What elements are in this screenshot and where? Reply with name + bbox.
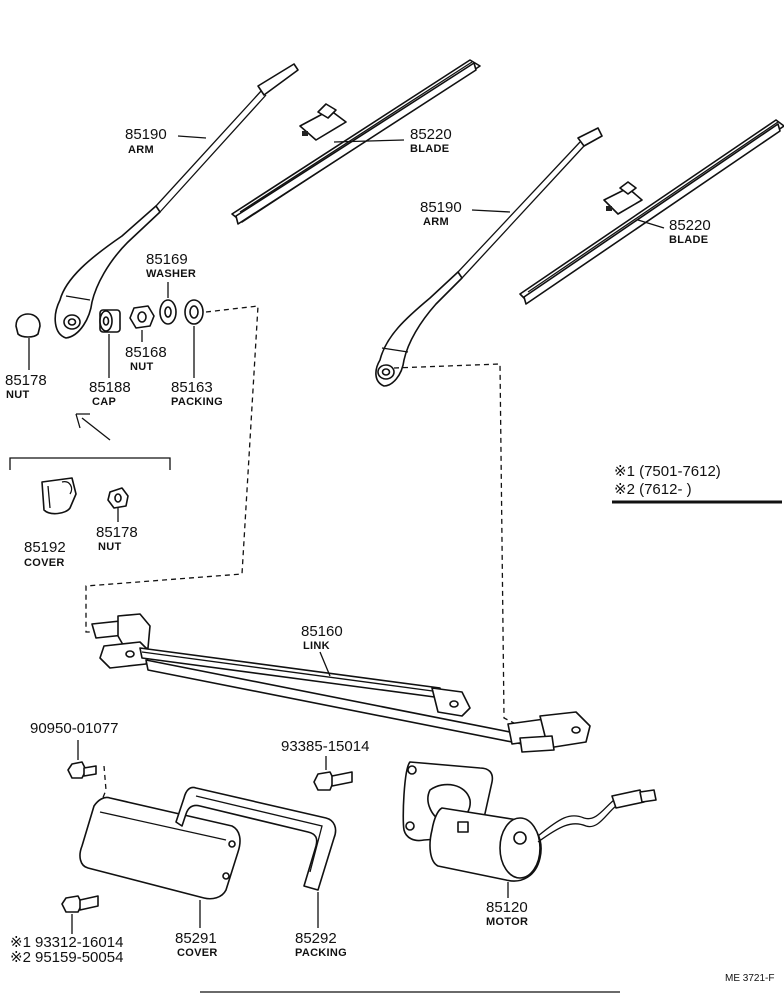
washer-number: 85169 [146,251,188,268]
cap-number: 85188 [89,379,131,396]
cover-large-part: 85291 COVER [79,796,241,959]
wiper-arm-left [54,63,299,339]
leader-left-assembly [85,305,259,633]
blade-right-name: BLADE [669,234,708,246]
bolt-variant-part: ※1 93312-16014 ※2 95159-50054 [10,895,123,966]
arm-right-number: 85190 [420,199,462,216]
motor-part: 85120 MOTOR [402,761,657,928]
bolt-mid-number: 93385-15014 [281,738,369,755]
motor-number: 85120 [486,899,528,916]
cover-small-number: 85192 [24,539,66,556]
diagram-code: ME 3721-F [725,973,774,984]
link-name: LINK [303,640,330,652]
legend-row-2: ※2 (7612- ) [614,481,692,498]
nut-mid-part: 85168 NUT [125,305,167,373]
packing-small-name: PACKING [171,396,223,408]
blade-left-callout: 85220 BLADE [333,126,452,155]
alternate-parts-bracket [9,457,171,470]
packing-large-number: 85292 [295,930,337,947]
leader-right-assembly [393,363,517,725]
cover-small-part: 85192 COVER [24,477,77,569]
packing-small-number: 85163 [171,379,213,396]
nut-small-name: NUT [98,541,122,553]
nut-mid-number: 85168 [125,344,167,361]
blade-right-number: 85220 [669,217,711,234]
motor-name: MOTOR [486,916,528,928]
blade-left-number: 85220 [410,126,452,143]
nut-cap-number: 85178 [5,372,47,389]
link-number: 85160 [301,623,343,640]
wiper-link [91,613,591,753]
cap-part: 85188 CAP [89,309,131,408]
bolt-mid-part: 93385-15014 [281,738,369,791]
bolt-variant-2-number: 95159-50054 [35,949,123,966]
cover-large-number: 85291 [175,930,217,947]
blade-left-name: BLADE [410,143,449,155]
legend-row-1: ※1 (7501-7612) [614,463,721,480]
packing-large-part: 85292 PACKING [175,786,347,959]
nut-small-part: 85178 NUT [96,487,138,553]
nut-mid-name: NUT [130,361,154,373]
packing-small-part: 85163 PACKING [171,299,223,408]
wiper-blade-right [519,119,784,305]
washer-part: 85169 WASHER [146,251,196,325]
arm-left-name: ARM [128,144,154,156]
blade-right-callout: 85220 BLADE [637,217,711,246]
arm-right-callout: 85190 ARM [420,199,511,228]
cover-small-name: COVER [24,557,65,569]
packing-large-name: PACKING [295,947,347,959]
wiper-arm-right [375,127,603,387]
legend-block: ※1 (7501-7612) ※2 (7612- ) [612,463,782,504]
link-callout: 85160 LINK [301,623,343,677]
screw-top-number: 90950-01077 [30,720,118,737]
cover-large-name: COVER [177,947,218,959]
nut-small-number: 85178 [96,524,138,541]
screw-top-part: 90950-01077 [30,720,118,801]
arm-left-number: 85190 [125,126,167,143]
washer-name: WASHER [146,268,196,280]
bolt-variant-2-mark: ※2 [10,949,31,966]
nut-cap-name: NUT [6,389,30,401]
bolt-variant-1-mark: ※1 [10,934,31,951]
direction-arrow [75,413,111,441]
arm-left-callout: 85190 ARM [125,126,207,156]
cap-name: CAP [92,396,116,408]
nut-cap-part: 85178 NUT [5,313,47,401]
arm-right-name: ARM [423,216,449,228]
bolt-variant-1-number: 93312-16014 [35,934,123,951]
